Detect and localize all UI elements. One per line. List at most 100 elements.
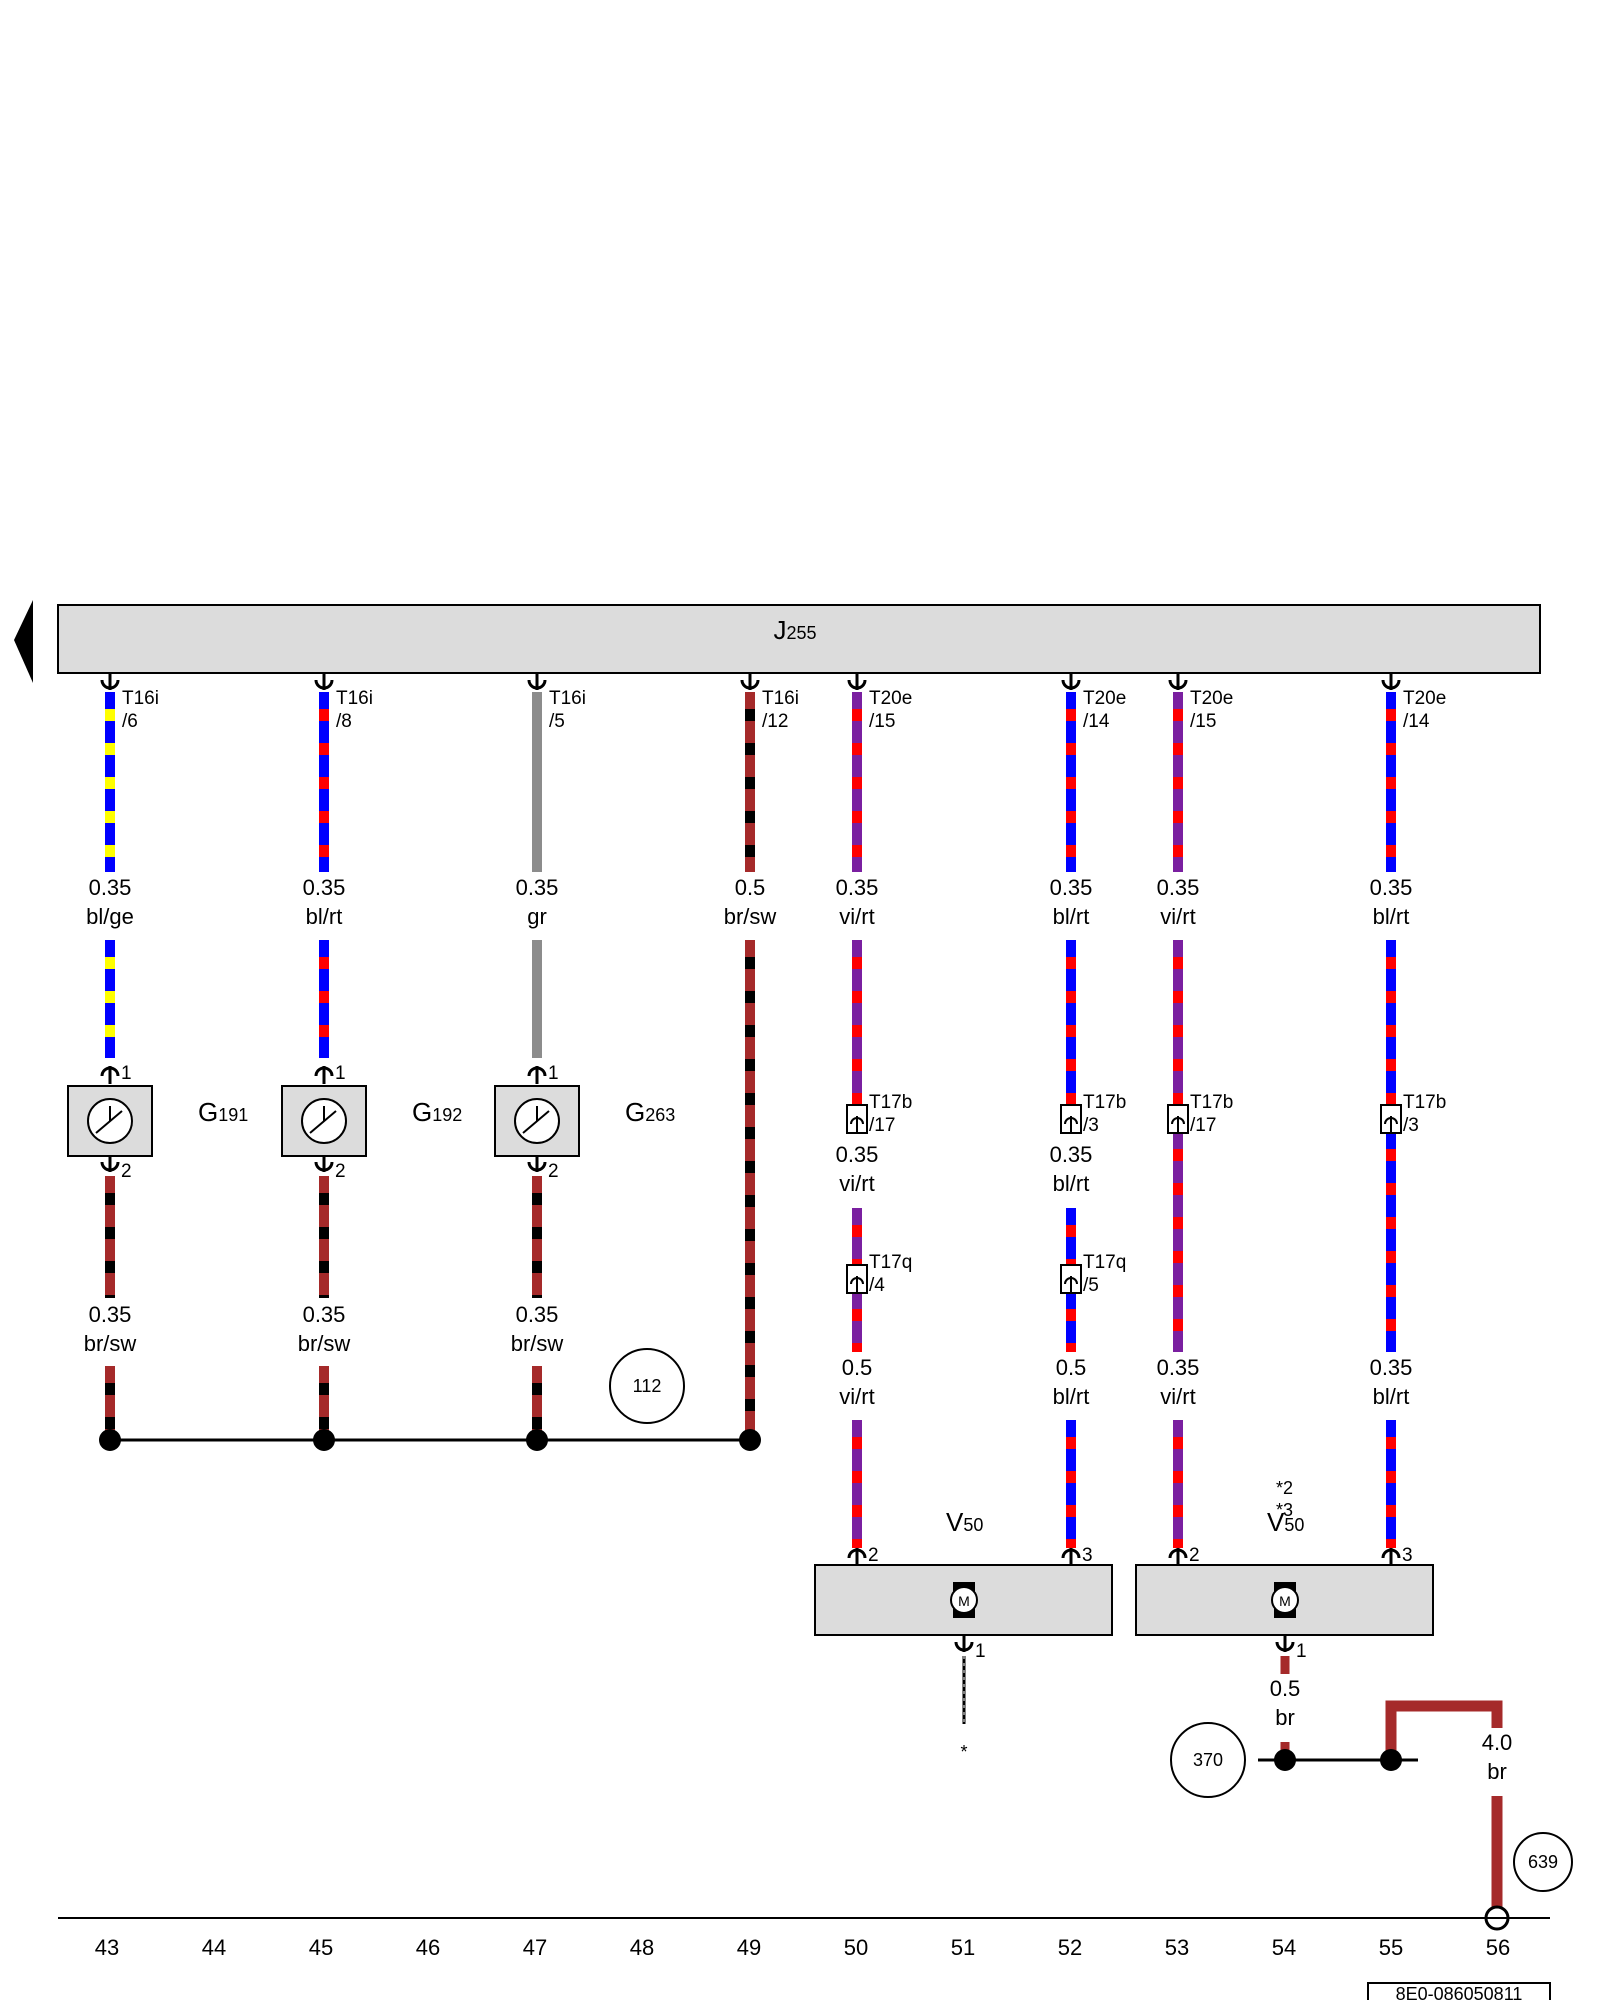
location-number: 55 [1379, 1935, 1403, 1960]
wire-color-label: br/sw [298, 1331, 351, 1356]
wire-size-label: 0.5 [842, 1355, 873, 1380]
motor-number: 50 [963, 1515, 983, 1535]
wire-color-label: bl/rt [1053, 1171, 1090, 1196]
location-number: 56 [1486, 1935, 1510, 1960]
control-module-j255: J255 [57, 604, 1541, 674]
pin-layer [100, 672, 1402, 1652]
pin-number: 2 [548, 1161, 559, 1182]
connector-pin-icon [1381, 672, 1401, 690]
connector-pin: /15 [1190, 711, 1216, 732]
wires-layer [105, 692, 1503, 1908]
motor-name: V [946, 1507, 964, 1537]
connector-pin-icon [100, 672, 120, 690]
wire-color-label: bl/rt [1053, 904, 1090, 929]
svg-text:G263: G263 [625, 1097, 675, 1127]
reference-number: 639 [1528, 1852, 1558, 1872]
wire-color-label: vi/rt [839, 1384, 874, 1409]
wire-color-label: bl/ge [86, 904, 134, 929]
connector-pin-icon [1061, 1548, 1081, 1566]
connector-pin-icon [1381, 1548, 1401, 1566]
inline-connector-name: T17b [1190, 1092, 1233, 1113]
connector-pin-icon [1168, 672, 1188, 690]
pin-number: 1 [975, 1641, 986, 1662]
inline-connector-pin: /17 [869, 1115, 895, 1136]
wire-size-label: 0.35 [1157, 1355, 1200, 1380]
connector-name: T20e [869, 688, 912, 709]
pin-number: 1 [121, 1063, 132, 1084]
connector-pin-icon [527, 672, 547, 690]
wire-color-label: vi/rt [839, 1171, 874, 1196]
wire-size-label: 0.35 [516, 1302, 559, 1327]
connector-name: T16i [549, 688, 586, 709]
junction-dot [526, 1429, 548, 1451]
connector-name: T16i [122, 688, 159, 709]
inline-connector-pin: /5 [1083, 1275, 1099, 1296]
wire-color-label: gr [527, 904, 547, 929]
sensor-number: 191 [218, 1105, 248, 1125]
sensor-number: 263 [645, 1105, 675, 1125]
reference-number: 370 [1193, 1750, 1223, 1770]
connector-pin-icon [314, 672, 334, 690]
pin-number: 3 [1082, 1545, 1093, 1566]
wire-color-label: bl/rt [1373, 1384, 1410, 1409]
footnote-mark: * [960, 1742, 967, 1762]
svg-text:G192: G192 [412, 1097, 462, 1127]
wire-color-label: br/sw [724, 904, 777, 929]
reference-number: 112 [633, 1376, 662, 1396]
wire-size-label: 0.35 [1370, 875, 1413, 900]
continuation-arrow-icon [14, 600, 33, 683]
pin-number: 3 [1402, 1545, 1413, 1566]
junction-dot [1274, 1749, 1296, 1771]
sensor-name: G [198, 1097, 218, 1127]
wire-size-label: 0.35 [303, 1302, 346, 1327]
connector-name: T16i [762, 688, 799, 709]
location-number: 53 [1165, 1935, 1189, 1960]
connector-pin-icon [1275, 1634, 1295, 1652]
connector-name: T20e [1403, 688, 1446, 709]
connector-pin: /5 [549, 711, 565, 732]
wire-color-label: br/sw [84, 1331, 137, 1356]
wire-size-label: 0.35 [1050, 1142, 1093, 1167]
svg-text:G191: G191 [198, 1097, 248, 1127]
connector-pin-icon [1061, 672, 1081, 690]
connector-pin: /15 [869, 711, 895, 732]
pin-number: 2 [868, 1545, 879, 1566]
footnote-line: *2 [1276, 1478, 1293, 1498]
inline-connector-name: T17b [869, 1092, 912, 1113]
motor-v50-right: M V50 *2*3 [1135, 1478, 1434, 1636]
wire-color-label: bl/rt [1053, 1384, 1090, 1409]
location-number: 43 [95, 1935, 119, 1960]
document-id: 8E0-086050811 [1396, 1984, 1523, 2000]
connector-pin: /14 [1403, 711, 1430, 732]
connector-pin-icon [527, 1066, 547, 1084]
junction-dot [99, 1429, 121, 1451]
motor-name: V [1267, 1507, 1285, 1537]
connector-pin-icon [847, 1548, 867, 1566]
wire-size-label: 0.35 [1370, 1355, 1413, 1380]
wire-size-label: 0.35 [1157, 875, 1200, 900]
junction-dot [739, 1429, 761, 1451]
wire-color-label: bl/rt [1373, 904, 1410, 929]
motor-footnote-marks: *2*3 [1276, 1478, 1293, 1520]
wire-size-label: 0.35 [836, 875, 879, 900]
connector-pin: /6 [122, 711, 138, 732]
location-number: 54 [1272, 1935, 1296, 1960]
svg-text:M: M [1279, 1593, 1291, 1609]
pin-number: 2 [1189, 1545, 1200, 1566]
sensor-g191: G191 [67, 1085, 248, 1157]
module-number: 255 [786, 623, 816, 643]
location-number: 49 [737, 1935, 761, 1960]
wire-color-label: br [1487, 1759, 1507, 1784]
inline-connector-name: T17b [1083, 1092, 1126, 1113]
motor-icon [1271, 1586, 1299, 1614]
wire-size-label: 4.0 [1482, 1730, 1513, 1755]
location-number: 45 [309, 1935, 333, 1960]
inline-connector-name: T17q [1083, 1252, 1126, 1273]
sensor-g192: G192 [281, 1085, 462, 1157]
motor-v50-left: M V50 [814, 1507, 1113, 1636]
connector-pin-icon [100, 1066, 120, 1084]
footnote-line: *3 [1276, 1500, 1293, 1520]
wire-color-label: bl/rt [306, 904, 343, 929]
